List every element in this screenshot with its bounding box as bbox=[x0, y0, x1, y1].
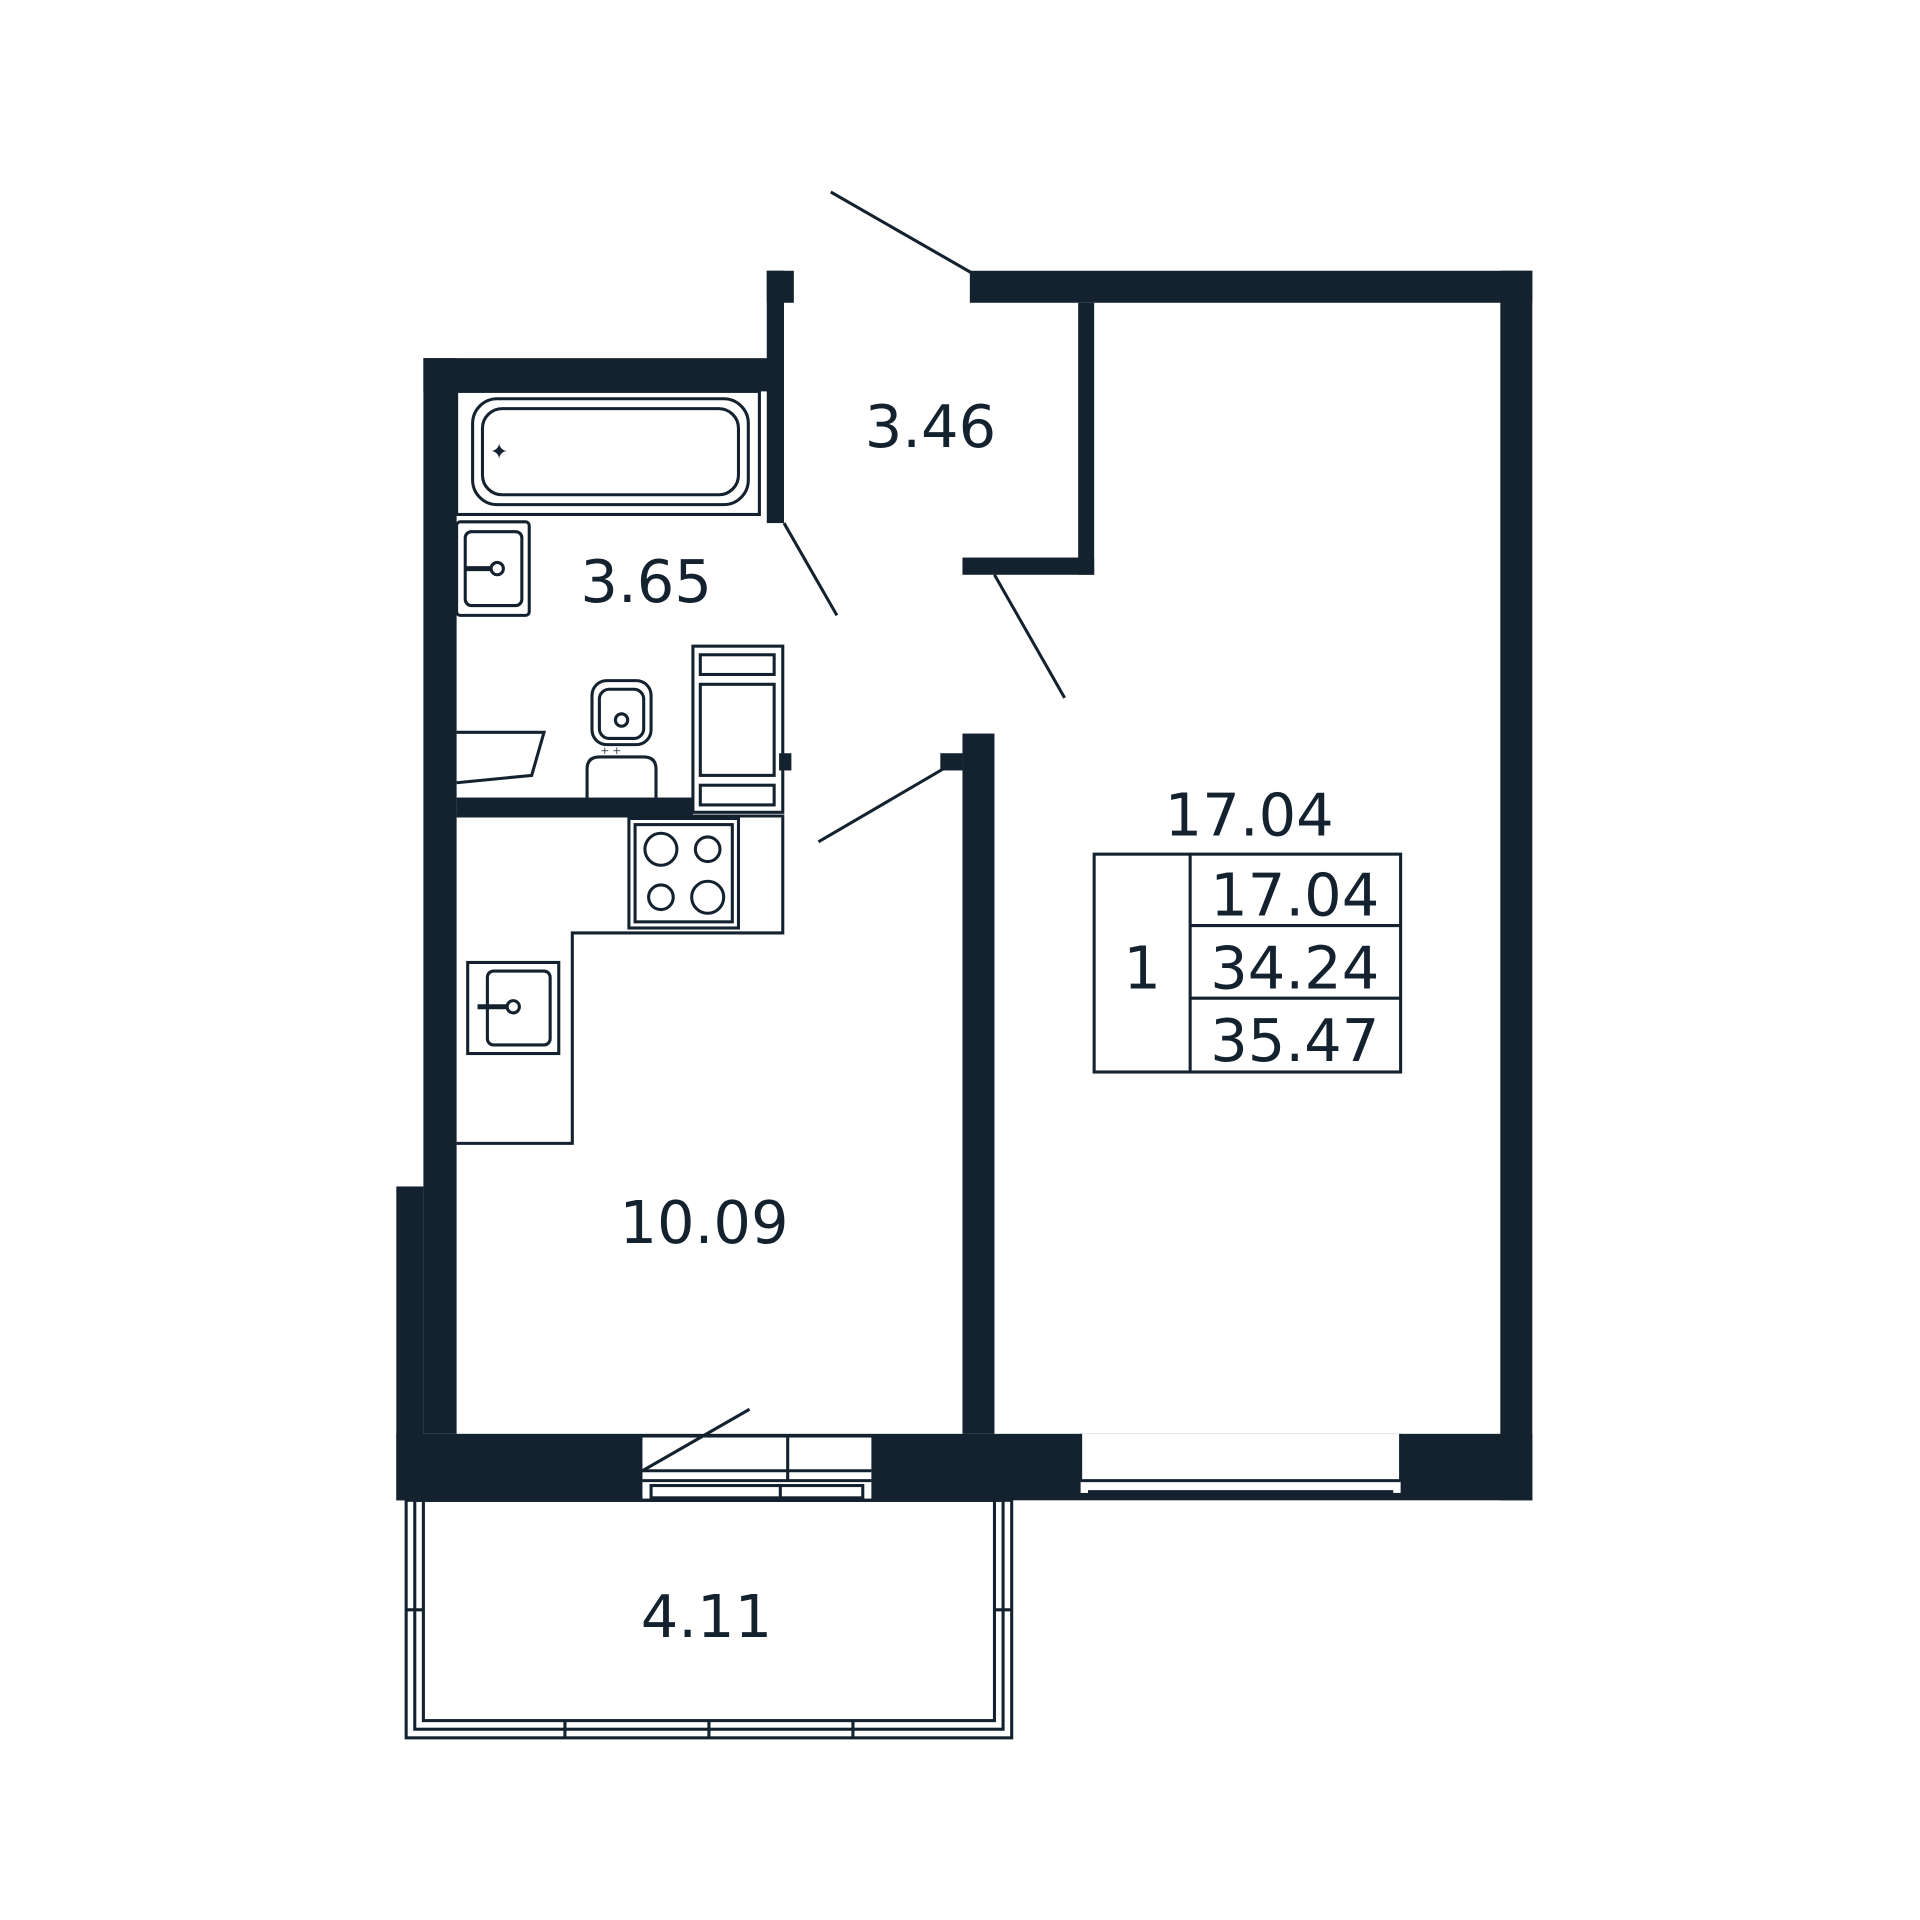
windows bbox=[642, 1433, 1403, 1500]
kitchen-sink-icon bbox=[466, 960, 561, 1056]
stove-icon bbox=[627, 816, 740, 930]
walls bbox=[396, 270, 1533, 1501]
washbasin-icon bbox=[455, 520, 531, 617]
balcony bbox=[404, 1498, 1014, 1740]
kitchen-area: 10.09 bbox=[619, 1188, 788, 1257]
living-room-area: 17.04 bbox=[1165, 781, 1334, 850]
bathtub-icon: ✦ bbox=[455, 389, 761, 516]
svg-text:✦: ✦ bbox=[490, 439, 509, 464]
svg-text:+ +: + + bbox=[601, 744, 621, 760]
total-area-with-balcony: 35.47 bbox=[1210, 1006, 1379, 1075]
shelf-icon bbox=[456, 730, 547, 785]
toilet-icon: + + bbox=[585, 679, 658, 798]
summary-table: 1 17.04 34.24 35.47 bbox=[1092, 852, 1403, 1075]
living-area: 17.04 bbox=[1210, 861, 1379, 930]
balcony-area: 4.11 bbox=[641, 1582, 773, 1651]
bathroom-area: 3.65 bbox=[580, 547, 712, 616]
hall-area: 3.46 bbox=[865, 392, 997, 461]
kitchen-counter bbox=[456, 814, 785, 1145]
doors bbox=[641, 190, 1066, 1473]
washing-machine-icon bbox=[691, 644, 785, 814]
room-count: 1 bbox=[1123, 933, 1161, 1002]
total-area: 34.24 bbox=[1210, 933, 1379, 1002]
